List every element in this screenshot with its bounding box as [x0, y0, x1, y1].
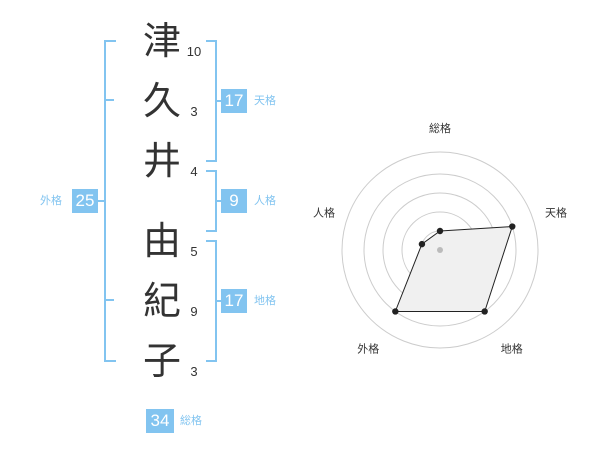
- name-char-2: 久: [142, 79, 181, 123]
- gaikaku-bracket: [104, 40, 116, 362]
- radar-points: [392, 223, 516, 315]
- radar-axis-label: 総格: [429, 121, 451, 135]
- stroke-count-5: 9: [190, 304, 198, 319]
- name-char-5: 紀: [142, 279, 181, 323]
- tenkaku-score-badge: 17: [221, 89, 247, 113]
- stroke-count-2: 3: [190, 104, 198, 119]
- radar-grid-ring-4: [363, 173, 517, 327]
- chikaku-label: 地格: [254, 294, 276, 307]
- name-char-4: 由: [142, 219, 181, 263]
- gaikaku-label: 外格: [40, 194, 62, 207]
- gaikaku-score-badge: 25: [72, 189, 98, 213]
- stroke-count-3: 4: [190, 164, 198, 179]
- jinkaku-score-badge: 9: [221, 189, 247, 213]
- radar-point: [509, 223, 516, 230]
- tenkaku-bracket-connector: [216, 100, 221, 102]
- name-char-3: 井: [142, 139, 181, 183]
- chikaku-bracket-connector: [216, 300, 221, 302]
- tenkaku-label: 天格: [254, 94, 276, 107]
- radar-axis-label: 外格: [357, 342, 379, 356]
- stroke-count-1: 10: [186, 44, 202, 59]
- name-char-6: 子: [142, 339, 181, 383]
- gaikaku-bracket-tick-top: [104, 99, 114, 101]
- gaikaku-bracket-tick-bottom: [104, 299, 114, 301]
- radar-point: [418, 240, 426, 248]
- soukaku-label: 総格: [180, 414, 202, 427]
- stroke-count-6: 3: [190, 364, 198, 379]
- radar-value-polygon: [394, 225, 514, 312]
- radar-axis-label: 人格: [313, 205, 335, 219]
- radar-point: [392, 308, 399, 315]
- radar-point: [481, 308, 488, 315]
- jinkaku-bracket-connector: [216, 200, 221, 202]
- radar-grid-ring-5: [341, 151, 539, 349]
- soukaku-score-badge: 34: [146, 409, 174, 433]
- gaikaku-bracket-connector: [97, 200, 105, 202]
- radar-axis-label: 地格: [501, 342, 523, 356]
- chikaku-score-badge: 17: [221, 289, 247, 313]
- stroke-count-4: 5: [190, 244, 198, 259]
- name-char-1: 津: [142, 19, 181, 63]
- radar-axis-label: 天格: [545, 205, 567, 219]
- jinkaku-label: 人格: [254, 194, 276, 207]
- radar-point: [436, 227, 444, 235]
- radar-center-dot: [437, 247, 443, 253]
